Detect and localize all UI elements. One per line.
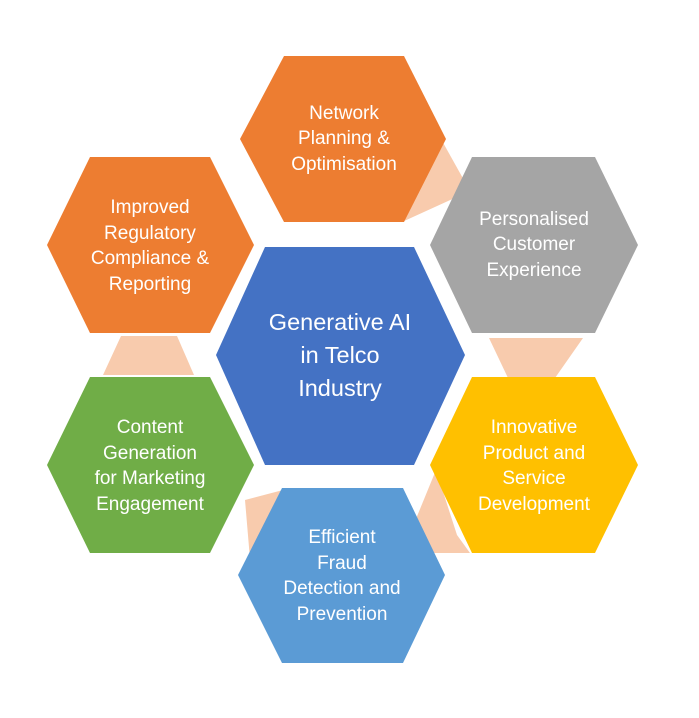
personalised-label: Personalised Customer Experience — [452, 200, 616, 290]
network-label-line-1: Network — [309, 102, 379, 124]
hexagon-personalised — [430, 157, 638, 333]
center-label: Generative AI in Telco Industry — [265, 300, 415, 410]
content-label-line-2: Generation — [102, 442, 197, 464]
fraud-label: Efficient Fraud Detection and Prevention — [256, 518, 428, 634]
hexagon-innovative — [430, 377, 638, 553]
center-label-line-2: in Telco — [300, 341, 380, 368]
connector-personalised-innovative — [489, 338, 583, 378]
regulatory-label-line-4: Reporting — [108, 273, 192, 295]
regulatory-label: Improved Regulatory Compliance & Reporti… — [64, 188, 236, 304]
content-label-line-1: Content — [116, 417, 184, 438]
connector-content-regulatory — [103, 336, 194, 375]
personalised-label-line-2: Customer — [492, 234, 576, 256]
regulatory-label-line-2: Regulatory — [104, 222, 196, 244]
regulatory-label-line-3: Compliance & — [90, 248, 210, 269]
connector-network-personalised — [402, 139, 470, 222]
hexagon-center — [216, 247, 465, 465]
content-label-line-4: Engagement — [96, 493, 204, 515]
regulatory-label-line-1: Improved — [110, 197, 190, 218]
content-label-line-3: for Marketing — [94, 468, 206, 489]
innovative-label-line-2: Product and — [482, 442, 586, 464]
network-label-line-2: Planning & — [298, 128, 390, 150]
hexagon-regulatory — [47, 157, 254, 333]
innovative-label: Innovative Product and Service Developme… — [447, 408, 621, 524]
personalised-label-line-1: Personalised — [479, 208, 589, 230]
fraud-label-line-1: Efficient — [308, 527, 376, 548]
fraud-label-line-2: Fraud — [317, 552, 367, 574]
hexagon-network — [240, 56, 446, 222]
innovative-label-line-1: Innovative — [490, 417, 578, 438]
fraud-label-line-3: Detection and — [283, 578, 401, 599]
center-label-line-1: Generative AI — [268, 308, 412, 335]
personalised-label-line-3: Experience — [486, 259, 582, 281]
fraud-label-line-4: Prevention — [296, 603, 388, 625]
hexagon-fraud — [238, 488, 445, 663]
network-label-line-3: Optimisation — [291, 153, 397, 175]
innovative-label-line-3: Service — [502, 468, 566, 489]
center-label-line-3: Industry — [298, 374, 382, 401]
innovative-label-line-4: Development — [478, 493, 590, 515]
hexagon-content — [47, 377, 254, 553]
content-label: Content Generation for Marketing Engagem… — [64, 408, 236, 524]
network-label: Network Planning & Optimisation — [262, 94, 426, 184]
